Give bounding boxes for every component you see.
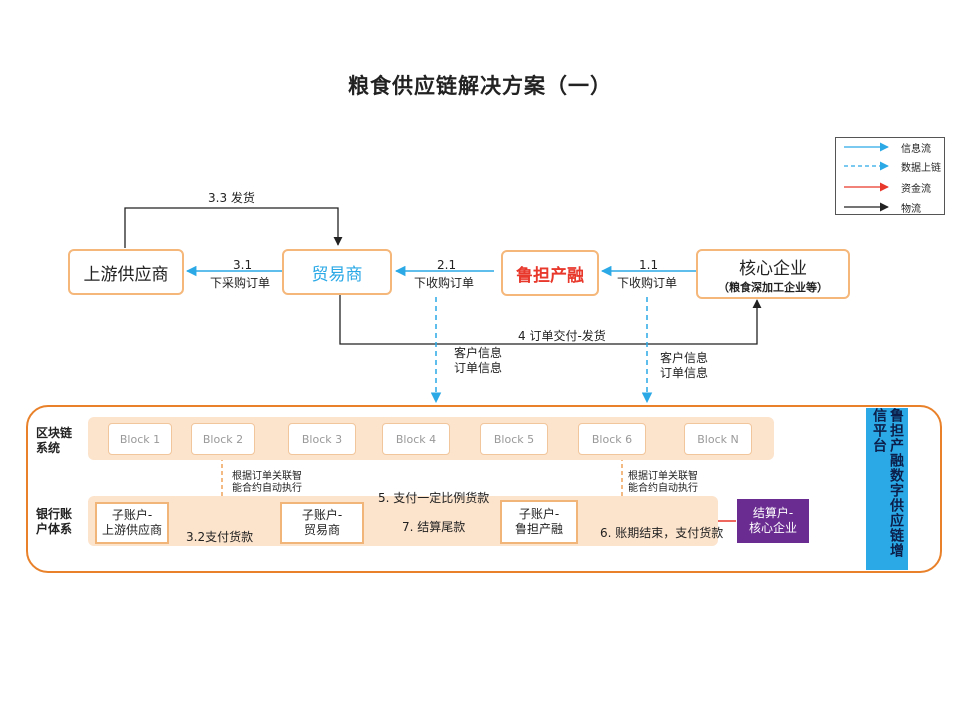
account-trader-line2: 贸易商: [303, 523, 340, 537]
label-pay-5: 5. 支付一定比例货款: [378, 491, 490, 505]
account-upstream-supplier: 子账户- 上游供应商: [95, 502, 169, 544]
node-upstream-supplier: 上游供应商: [68, 249, 184, 295]
contract-note-left-2: 能合约自动执行: [232, 483, 302, 494]
label-step-11-num: 1.1: [639, 258, 659, 272]
label-step-31-num: 3.1: [233, 258, 253, 272]
block-n: Block N: [684, 423, 752, 455]
label-step-21-text: 下收购订单: [414, 276, 475, 290]
legend-data: 数据上链: [901, 163, 941, 174]
node-trader-label: 贸易商: [311, 264, 363, 285]
legend-fund: 资金流: [901, 184, 931, 195]
block-3: Block 3: [288, 423, 356, 455]
account-upstream-line2: 上游供应商: [101, 523, 162, 537]
account-settle-line1: 结算户-: [752, 506, 794, 520]
legend-swatches: [844, 142, 889, 212]
legend-logistics: 物流: [901, 204, 921, 215]
blockchain-row-label: 区块链系统: [36, 426, 73, 455]
contract-note-right-1: 根据订单关联智: [628, 471, 698, 482]
block-5: Block 5: [480, 423, 548, 455]
platform-title-sidebar: 鲁担产融数字供应链增信平台: [866, 408, 908, 570]
account-upstream-line1: 子账户-: [111, 508, 153, 522]
node-core-label: 核心企业: [739, 258, 807, 279]
contract-note-left-1: 根据订单关联智: [232, 471, 302, 482]
contract-note-right-2: 能合约自动执行: [628, 483, 698, 494]
legend: 信息流 数据上链 资金流 物流: [835, 137, 945, 215]
account-ludan: 子账户- 鲁担产融: [500, 500, 578, 544]
block-6: Block 6: [578, 423, 646, 455]
label-upload-right-1: 客户信息: [660, 351, 709, 365]
label-upload-left-1: 客户信息: [454, 346, 503, 360]
node-core-sublabel: （粮食深加工企业等）: [718, 280, 828, 294]
block-1: Block 1: [108, 423, 172, 455]
block-4: Block 4: [382, 423, 450, 455]
bank-band: [88, 496, 718, 546]
account-core-settlement: 结算户- 核心企业: [737, 499, 809, 543]
label-upload-left-2: 订单信息: [454, 361, 503, 375]
label-step-31-text: 下采购订单: [210, 276, 271, 290]
node-upstream-label: 上游供应商: [83, 264, 169, 285]
block-2: Block 2: [191, 423, 255, 455]
account-ludan-line1: 子账户-: [518, 507, 560, 521]
logistics-arrow-33: [124, 207, 343, 248]
label-delivery-4: 4 订单交付-发货: [518, 329, 606, 343]
platform-container: [26, 405, 942, 573]
node-core-enterprise: 核心企业 （粮食深加工企业等）: [696, 249, 850, 299]
label-pay-6: 6. 账期结束，支付货款: [600, 526, 724, 540]
label-step-11-text: 下收购订单: [617, 276, 678, 290]
account-ludan-line2: 鲁担产融: [514, 522, 563, 536]
logistics-arrow-4: [339, 295, 762, 345]
legend-info: 信息流: [901, 144, 931, 155]
label-upload-right-2: 订单信息: [660, 366, 709, 380]
bank-row-label: 银行账户体系: [36, 507, 73, 536]
label-step-21-num: 2.1: [437, 258, 457, 272]
account-settle-line2: 核心企业: [748, 521, 797, 535]
page-title: 粮食供应链解决方案（一）: [348, 73, 612, 98]
node-ludan-label: 鲁担产融: [516, 265, 584, 286]
label-pay-32: 3.2支付货款: [186, 530, 254, 544]
label-ship-33: 3.3 发货: [208, 191, 255, 205]
account-trader-line1: 子账户-: [301, 508, 343, 522]
node-trader: 贸易商: [282, 249, 392, 295]
node-ludan: 鲁担产融: [501, 250, 599, 296]
account-trader: 子账户- 贸易商: [280, 502, 364, 544]
label-pay-7: 7. 结算尾款: [402, 520, 466, 534]
